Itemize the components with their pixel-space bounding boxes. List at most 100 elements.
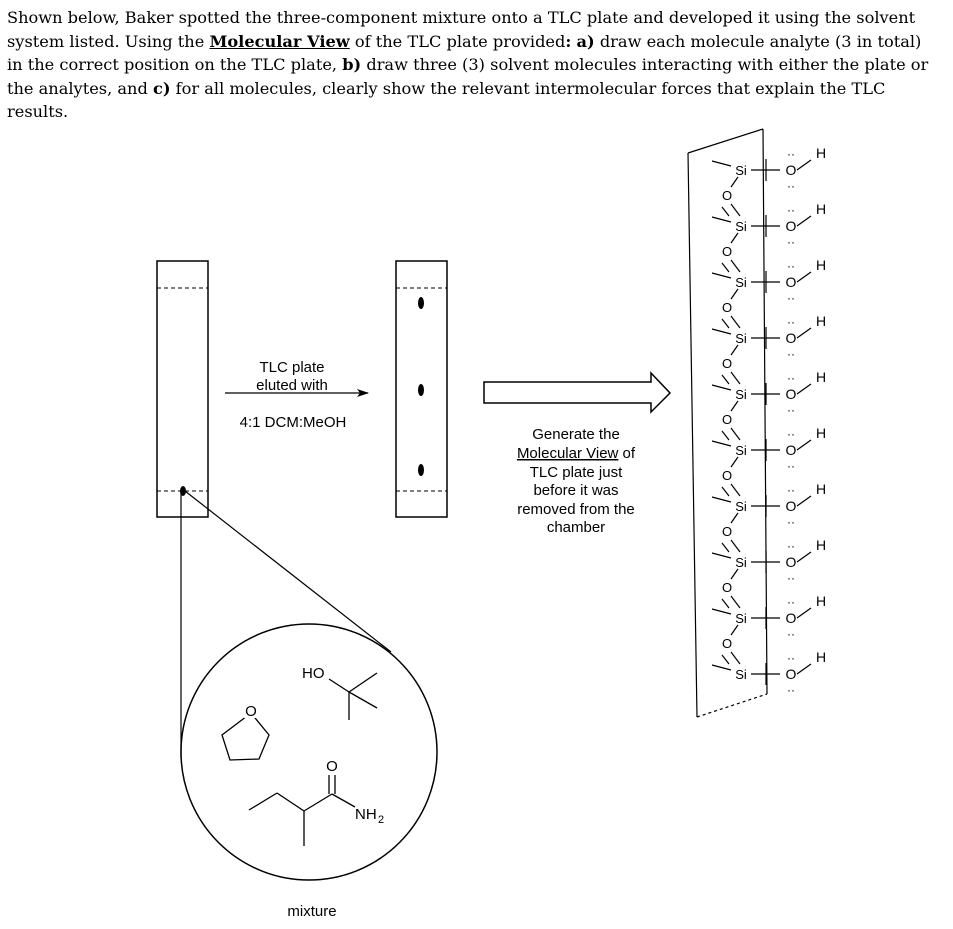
mixture-label: mixture — [287, 903, 336, 920]
bridging-oxygen: O — [722, 188, 732, 203]
analyte-spot-3 — [418, 464, 424, 476]
molecular-view-label: Molecular View — [517, 445, 619, 462]
lone-pair: ·· — [787, 259, 795, 273]
bridging-oxygen: O — [722, 468, 732, 483]
bridging-oxygen: O — [722, 524, 732, 539]
svg-text:TLC plate just: TLC plate just — [530, 464, 623, 481]
lone-pair: ·· — [787, 571, 795, 585]
silicon-atom: Si — [735, 499, 747, 514]
lone-pair: ·· — [787, 427, 795, 441]
surface-oxygen: O — [786, 274, 797, 290]
bridging-oxygen: O — [722, 412, 732, 427]
tlc-plate-after — [395, 260, 448, 518]
elution-label-line2: eluted with — [256, 377, 328, 394]
svg-text:HO: HO — [302, 665, 325, 682]
svg-text:NH: NH — [355, 806, 377, 823]
molecular-view-emphasis: Molecular View — [209, 31, 350, 51]
surface-oxygen: O — [786, 498, 797, 514]
lone-pair: ·· — [787, 683, 795, 697]
thf-molecule: O — [221, 702, 270, 761]
hydrogen-atom: H — [816, 369, 826, 385]
hydrogen-atom: H — [816, 201, 826, 217]
hydrogen-atom: H — [816, 257, 826, 273]
svg-text:O: O — [245, 703, 257, 720]
amide-molecule: O NH 2 — [248, 758, 384, 846]
bridging-oxygen: O — [722, 244, 732, 259]
silicon-atom: Si — [735, 331, 747, 346]
lone-pair: ·· — [787, 403, 795, 417]
svg-text:chamber: chamber — [547, 519, 605, 536]
surface-oxygen: O — [786, 610, 797, 626]
silica-plate-outline — [687, 128, 768, 718]
lone-pair: ·· — [787, 539, 795, 553]
lone-pair: ·· — [787, 483, 795, 497]
hydrogen-atom: H — [816, 537, 826, 553]
lone-pair: ·· — [787, 147, 795, 161]
lone-pair: ·· — [787, 315, 795, 329]
generate-label: Generate the Molecular View of TLC plate… — [517, 426, 636, 536]
surface-oxygen: O — [786, 666, 797, 682]
analyte-spot-1 — [418, 297, 424, 309]
svg-text:Molecular View of: Molecular View of — [517, 445, 636, 462]
hydrogen-atom: H — [816, 593, 826, 609]
svg-text:before it was: before it was — [533, 482, 618, 499]
lone-pair: ·· — [787, 651, 795, 665]
surface-oxygen: O — [786, 330, 797, 346]
lone-pair: ·· — [787, 595, 795, 609]
lone-pair: ·· — [787, 235, 795, 249]
svg-text:O: O — [326, 758, 338, 775]
solvent-label: 4:1 DCM:MeOH — [240, 414, 347, 431]
bridging-oxygen: O — [722, 356, 732, 371]
surface-oxygen: O — [786, 554, 797, 570]
silanol-unit: Si O H ·· ·· — [711, 649, 826, 697]
svg-text:removed from the: removed from the — [517, 501, 635, 518]
silicon-atom: Si — [735, 555, 747, 570]
question-text: Shown below, Baker spotted the three-com… — [7, 8, 929, 121]
lone-pair: ·· — [787, 203, 795, 217]
silicon-atom: Si — [735, 163, 747, 178]
silicon-atom: Si — [735, 443, 747, 458]
svg-text:Generate the: Generate the — [532, 426, 620, 443]
analyte-spot-2 — [418, 384, 424, 396]
surface-oxygen: O — [786, 442, 797, 458]
tlc-plate-before — [156, 260, 209, 518]
hydrogen-atom: H — [816, 313, 826, 329]
hydrogen-atom: H — [816, 145, 826, 161]
svg-text:2: 2 — [378, 814, 384, 826]
lone-pair: ·· — [787, 179, 795, 193]
bridging-oxygen: O — [722, 580, 732, 595]
silicon-atom: Si — [735, 275, 747, 290]
tert-butanol-molecule: HO — [302, 665, 378, 720]
elution-label-line1: TLC plate — [259, 359, 324, 376]
surface-oxygen: O — [786, 218, 797, 234]
lone-pair: ·· — [787, 347, 795, 361]
hydrogen-atom: H — [816, 649, 826, 665]
silicon-atom: Si — [735, 611, 747, 626]
bridging-oxygen: O — [722, 636, 732, 651]
silicon-atom: Si — [735, 667, 747, 682]
mixture-zoom-circle — [180, 623, 438, 881]
surface-oxygen: O — [786, 386, 797, 402]
hydrogen-atom: H — [816, 425, 826, 441]
lone-pair: ·· — [787, 627, 795, 641]
lone-pair: ·· — [787, 515, 795, 529]
zoom-lines — [180, 490, 392, 758]
silicon-atom: Si — [735, 219, 747, 234]
bridging-oxygen: O — [722, 300, 732, 315]
lone-pair: ·· — [787, 459, 795, 473]
surface-oxygen: O — [786, 162, 797, 178]
block-arrow — [483, 371, 672, 414]
lone-pair: ·· — [787, 291, 795, 305]
silicon-atom: Si — [735, 387, 747, 402]
